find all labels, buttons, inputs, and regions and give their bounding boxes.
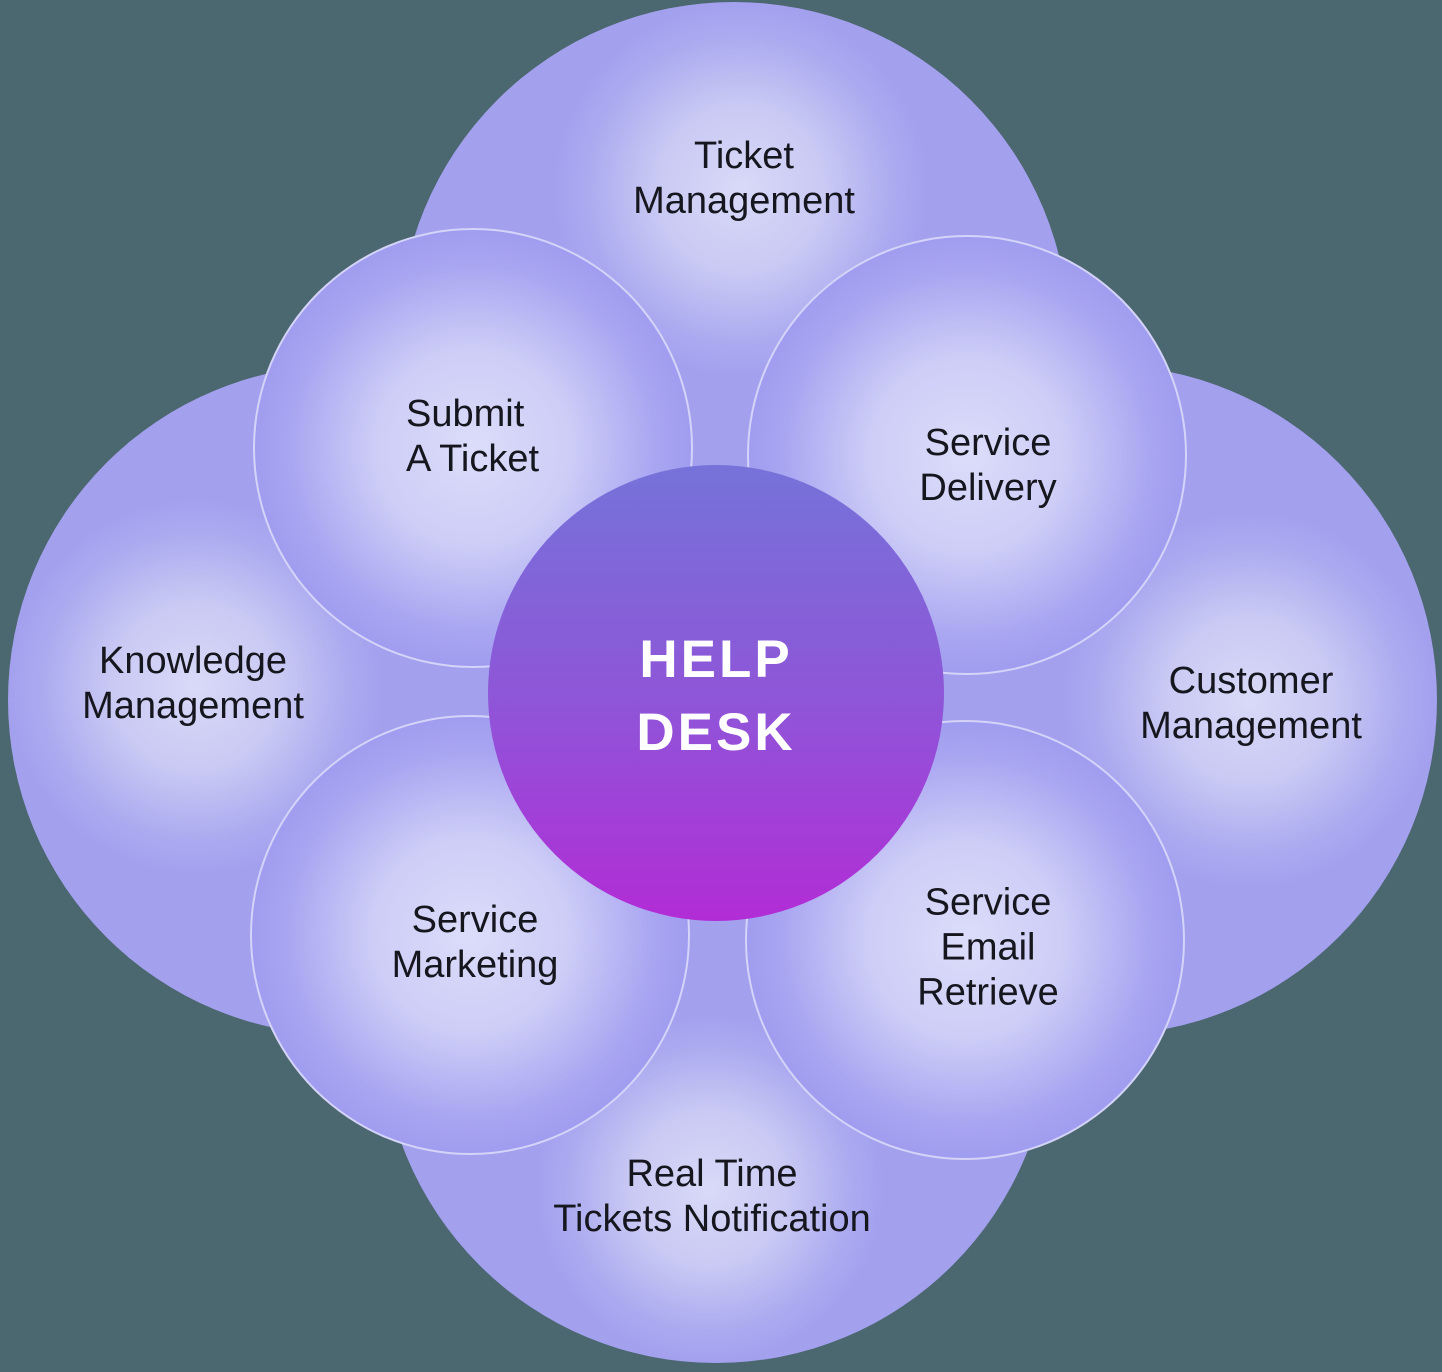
label-line: Management bbox=[82, 685, 304, 727]
label-customer-management: Customer Management bbox=[1140, 659, 1362, 749]
label-line: A Ticket bbox=[406, 438, 540, 480]
label-line: Marketing bbox=[391, 944, 559, 986]
label-line: Submit bbox=[406, 393, 525, 435]
label-line: Ticket bbox=[694, 135, 794, 177]
label-line: Service bbox=[411, 899, 539, 941]
label-line: Management bbox=[633, 180, 855, 222]
label-service-email-retrieve: Service Email Retrieve bbox=[917, 881, 1059, 1016]
hub-title-line: DESK bbox=[636, 703, 796, 762]
label-service-marketing: Service Marketing bbox=[392, 898, 559, 988]
hub-title: HELP DESK bbox=[636, 623, 795, 769]
label-line: Tickets Notification bbox=[553, 1198, 871, 1240]
label-line: Management bbox=[1140, 705, 1362, 747]
label-line: Retrieve bbox=[917, 971, 1059, 1014]
label-line: Service bbox=[924, 422, 1052, 464]
hub-circle bbox=[488, 465, 944, 921]
label-line: Delivery bbox=[919, 467, 1057, 509]
label-line: Knowledge bbox=[98, 640, 288, 682]
label-submit-a-ticket: Submit A Ticket bbox=[406, 392, 539, 482]
label-line: Real Time bbox=[626, 1153, 798, 1195]
label-ticket-management: Ticket Management bbox=[633, 134, 855, 224]
label-service-delivery: Service Delivery bbox=[919, 421, 1056, 511]
label-line: Email bbox=[940, 926, 1036, 969]
label-real-time-tickets-notification: Real Time Tickets Notification bbox=[553, 1152, 870, 1242]
hub-title-line: HELP bbox=[639, 630, 793, 689]
label-knowledge-management: Knowledge Management bbox=[82, 639, 304, 729]
label-line: Customer bbox=[1168, 660, 1334, 702]
label-line: Service bbox=[924, 881, 1052, 924]
